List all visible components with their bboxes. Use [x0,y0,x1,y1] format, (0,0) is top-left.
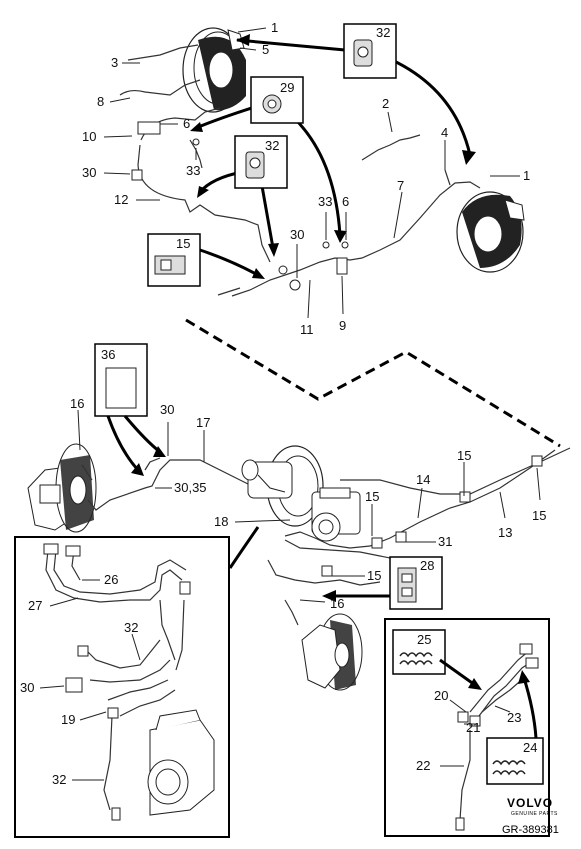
callout-label: 5 [262,42,269,57]
callouts-inset-right: 20 21 23 22 [416,688,521,773]
part-box-label: 36 [101,347,115,362]
callout-label: 8 [97,94,104,109]
callout-label: 30 [160,402,174,417]
callout-label: 31 [438,534,452,549]
brand-tagline: GENUINE PARTS [511,811,558,817]
callout-label: 33 [186,163,200,178]
callout-label: 12 [114,192,128,207]
callout-label: 13 [498,525,512,540]
part-box-25: 25 [392,629,446,675]
callout-label: 16 [70,396,84,411]
part-box-label: 32 [376,25,390,40]
callout-label: 27 [28,598,42,613]
callout-label: 11 [300,322,314,337]
brand-name: VOLVO [507,796,553,810]
part-box-24: 24 [486,737,544,785]
part-box-label: 29 [280,80,294,95]
callout-label: 15 [365,489,379,504]
callout-label: 19 [61,712,75,727]
callout-label: 15 [367,568,381,583]
part-box-36: 36 [94,343,148,417]
callout-label: 1 [271,20,278,35]
callout-label: 15 [457,448,471,463]
callout-label: 6 [342,194,349,209]
callout-label: 22 [416,758,430,773]
callout-label: 4 [441,125,448,140]
part-box-32-mid: 32 [234,135,288,189]
callout-label: 30 [20,680,34,695]
callouts-inset-left: 26 27 32 30 19 32 [20,572,141,787]
callout-label: 7 [397,178,404,193]
callout-label: 23 [507,710,521,725]
callout-label: 30 [82,165,96,180]
callout-label: 18 [214,514,228,529]
callout-label: 17 [196,415,210,430]
part-box-32-top: 32 [343,23,397,79]
part-box-label: 24 [523,740,537,755]
callout-label: 3 [111,55,118,70]
callouts-top: 1 5 3 8 6 10 33 30 12 2 4 1 7 33 6 30 11… [82,20,530,337]
drawing-reference-number: GR-389381 [502,824,559,836]
part-box-28: 28 [389,556,443,610]
volvo-genuine-parts-logo: VOLVO GENUINE PARTS [507,796,558,817]
callout-label: 21 [466,720,480,735]
callout-label: 16 [330,596,344,611]
rear-left-brake-disc [182,27,246,113]
part-box-label: 15 [176,236,190,251]
rear-right-brake-disc [456,191,525,273]
part-box-29: 29 [250,76,304,124]
callout-label: 1 [523,168,530,183]
part-box-label: 28 [420,558,434,573]
part-box-15-top: 15 [147,233,201,287]
callout-label: 15 [532,508,546,523]
callout-label: 33 [318,194,332,209]
callout-label: 9 [339,318,346,333]
callout-label: 32 [124,620,138,635]
callout-label: 14 [416,472,430,487]
callout-label: 32 [52,772,66,787]
callouts-middle: 16 30 17 30,35 18 15 14 13 15 15 31 15 1… [70,396,546,611]
callout-label: 30,35 [174,480,207,495]
front-left-brake [27,443,97,533]
abs-modulator-unit [311,487,361,542]
callout-label: 26 [104,572,118,587]
part-box-label: 25 [417,632,431,647]
callout-label: 30 [290,227,304,242]
callout-label: 20 [434,688,448,703]
callout-label: 6 [183,116,190,131]
front-right-brake [301,613,363,691]
brake-booster [241,445,324,527]
part-box-label: 32 [265,138,279,153]
callout-label: 10 [82,129,96,144]
callout-label: 2 [382,96,389,111]
